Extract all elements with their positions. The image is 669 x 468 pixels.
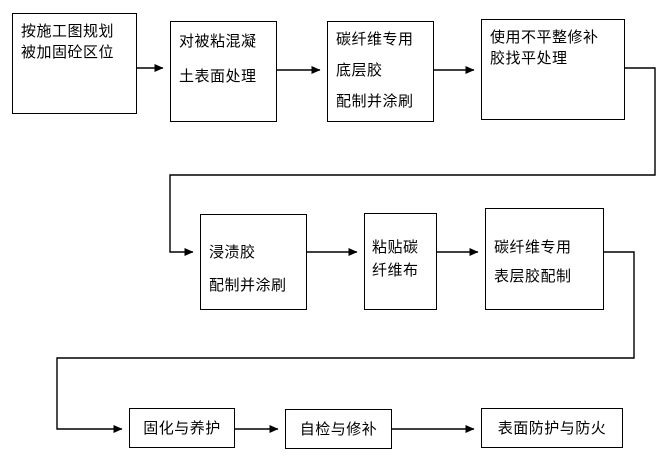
node-label-line: 土表面处理 [179, 67, 257, 85]
process-node-3[interactable]: 碳纤维专用底层胶配制并涂刷 [327, 21, 434, 122]
node-label-line: 纤维布 [372, 261, 419, 279]
node-label-line: 表层胶配制 [494, 267, 572, 285]
node-label-line: 使用不平整修补 [490, 28, 599, 46]
node-label-line: 按施工图规划 [21, 22, 115, 40]
node-label-line: 碳纤维专用 [494, 238, 572, 256]
node-label-line: 底层胶 [336, 61, 383, 79]
node-label-line: 固化与养护 [143, 418, 221, 437]
node-label-line: 自检与修补 [299, 419, 378, 438]
process-node-7[interactable]: 碳纤维专用表层胶配制 [485, 208, 604, 310]
process-node-2[interactable]: 对被粘混凝土表面处理 [170, 21, 277, 122]
node-label-line: 配制并涂刷 [209, 276, 287, 294]
node-label-line: 对被粘混凝 [179, 32, 257, 50]
node-label-line: 粘贴碳 [372, 238, 419, 256]
node-label-line: 浸渍胶 [209, 243, 256, 261]
process-node-1[interactable]: 按施工图规划被加固砼区位 [12, 13, 137, 114]
node-label-line: 配制并涂刷 [336, 92, 414, 110]
process-node-6[interactable]: 粘贴碳纤维布 [364, 213, 437, 310]
process-node-8[interactable]: 固化与养护 [129, 408, 235, 448]
process-node-5[interactable]: 浸渍胶配制并涂刷 [200, 214, 307, 310]
node-label-line: 表面防护与防火 [497, 418, 607, 437]
process-node-10[interactable]: 表面防护与防火 [481, 408, 623, 448]
process-node-4[interactable]: 使用不平整修补胶找平处理 [481, 19, 625, 120]
node-label-line: 胶找平处理 [490, 49, 568, 67]
process-node-9[interactable]: 自检与修补 [285, 409, 392, 449]
node-label-line: 被加固砼区位 [21, 43, 115, 61]
node-label-line: 碳纤维专用 [336, 30, 414, 48]
